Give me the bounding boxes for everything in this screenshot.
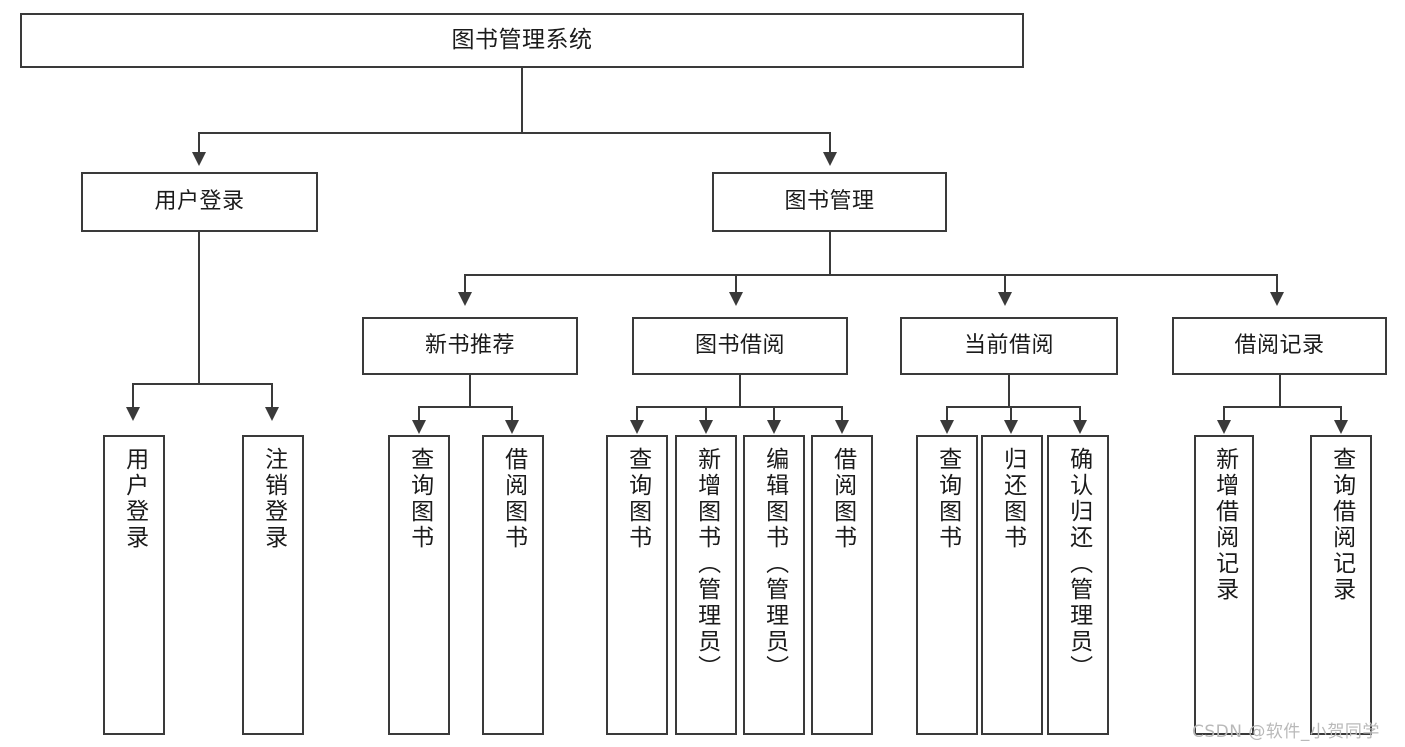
- arrowhead-new-book-leaf-2: [505, 420, 519, 434]
- connector-user-login-bus: [132, 383, 273, 385]
- node-label: 新增图书（管理员）: [693, 447, 720, 681]
- connector-new-book-leaf-1: [418, 406, 420, 422]
- node-label: 借阅图书: [500, 447, 527, 551]
- connector-book-borrow-stem: [739, 375, 741, 408]
- leaf-book-borrow-borrow-book[interactable]: 借阅图书: [811, 435, 873, 735]
- leaf-borrow-record-query-record[interactable]: 查询借阅记录: [1310, 435, 1372, 735]
- leaf-book-borrow-query-book[interactable]: 查询图书: [606, 435, 668, 735]
- arrowhead-bm-book-borrow: [729, 292, 743, 306]
- arrowhead-book-borrow-leaf-3: [767, 420, 781, 434]
- connector-book-borrow-leaf-2: [705, 406, 707, 422]
- arrowhead-root-to-book-management: [823, 152, 837, 166]
- arrowhead-current-borrow-leaf-2: [1004, 420, 1018, 434]
- arrowhead-current-borrow-leaf-1: [940, 420, 954, 434]
- connector-borrow-record-bus: [1223, 406, 1342, 408]
- node-book-management[interactable]: 图书管理: [712, 172, 947, 232]
- leaf-new-book-query-book[interactable]: 查询图书: [388, 435, 450, 735]
- node-label: 归还图书: [999, 447, 1026, 551]
- connector-current-borrow-leaf-1: [946, 406, 948, 422]
- node-label: 图书管理: [784, 188, 875, 214]
- connector-book-borrow-leaf-4: [841, 406, 843, 422]
- leaf-current-borrow-query-book[interactable]: 查询图书: [916, 435, 978, 735]
- connector-new-book-leaf-2: [511, 406, 513, 422]
- csdn-watermark: CSDN @软件_小贺同学: [1192, 722, 1380, 742]
- arrowhead-book-borrow-leaf-4: [835, 420, 849, 434]
- arrowhead-borrow-record-leaf-2: [1334, 420, 1348, 434]
- node-label: 查询图书: [624, 447, 651, 551]
- arrowhead-bm-borrow-record: [1270, 292, 1284, 306]
- leaf-book-borrow-edit-book-admin[interactable]: 编辑图书（管理员）: [743, 435, 805, 735]
- leaf-book-borrow-add-book-admin[interactable]: 新增图书（管理员）: [675, 435, 737, 735]
- connector-user-login-to-leaf-1: [132, 383, 134, 409]
- node-label: 注销登录: [260, 447, 287, 551]
- node-new-book-recommend[interactable]: 新书推荐: [362, 317, 578, 375]
- node-current-borrow[interactable]: 当前借阅: [900, 317, 1118, 375]
- arrowhead-borrow-record-leaf-1: [1217, 420, 1231, 434]
- arrowhead-root-to-user-login: [192, 152, 206, 166]
- connector-bm-to-book-borrow: [735, 274, 737, 294]
- node-label: 编辑图书（管理员）: [761, 447, 788, 681]
- leaf-user-login-logout[interactable]: 注销登录: [242, 435, 304, 735]
- node-label: 图书借阅: [694, 332, 785, 358]
- connector-book-management-bus: [464, 274, 1278, 276]
- connector-root-to-user-login: [198, 132, 200, 154]
- node-book-borrow[interactable]: 图书借阅: [632, 317, 848, 375]
- node-label: 新书推荐: [424, 332, 515, 358]
- arrowhead-current-borrow-leaf-3: [1073, 420, 1087, 434]
- node-label: 借阅图书: [829, 447, 856, 551]
- node-user-login[interactable]: 用户登录: [81, 172, 318, 232]
- arrowhead-book-borrow-leaf-1: [630, 420, 644, 434]
- arrowhead-bm-current-borrow: [998, 292, 1012, 306]
- arrowhead-book-borrow-leaf-2: [699, 420, 713, 434]
- connector-book-management-stem: [829, 232, 831, 275]
- connector-current-borrow-bus: [946, 406, 1081, 408]
- node-label: 用户登录: [154, 188, 245, 214]
- node-label: 查询图书: [934, 447, 961, 551]
- connector-root-to-book-management: [829, 132, 831, 154]
- connector-borrow-record-stem: [1279, 375, 1281, 408]
- connector-new-book-bus: [418, 406, 513, 408]
- connector-bm-to-new-book: [464, 274, 466, 294]
- node-label: 用户登录: [121, 447, 148, 551]
- connector-book-borrow-leaf-3: [773, 406, 775, 422]
- connector-new-book-stem: [469, 375, 471, 408]
- node-label: 新增借阅记录: [1211, 447, 1238, 603]
- connector-bm-to-current-borrow: [1004, 274, 1006, 294]
- connector-current-borrow-leaf-2: [1010, 406, 1012, 422]
- connector-borrow-record-leaf-2: [1340, 406, 1342, 422]
- leaf-user-login-login[interactable]: 用户登录: [103, 435, 165, 735]
- node-label: 确认归还（管理员）: [1065, 447, 1092, 681]
- node-root-book-management-system[interactable]: 图书管理系统: [20, 13, 1024, 68]
- connector-borrow-record-leaf-1: [1223, 406, 1225, 422]
- connector-user-login-stem: [198, 232, 200, 384]
- leaf-current-borrow-return-book[interactable]: 归还图书: [981, 435, 1043, 735]
- connector-current-borrow-stem: [1008, 375, 1010, 408]
- connector-root-bus: [198, 132, 831, 134]
- node-label: 图书管理系统: [451, 26, 593, 53]
- connector-bm-to-borrow-record: [1276, 274, 1278, 294]
- connector-book-borrow-bus: [636, 406, 843, 408]
- arrowhead-bm-new-book: [458, 292, 472, 306]
- leaf-borrow-record-add-record[interactable]: 新增借阅记录: [1194, 435, 1254, 735]
- node-label: 当前借阅: [963, 332, 1054, 358]
- node-label: 查询图书: [406, 447, 433, 551]
- arrowhead-new-book-leaf-1: [412, 420, 426, 434]
- node-borrow-record[interactable]: 借阅记录: [1172, 317, 1387, 375]
- node-label: 查询借阅记录: [1328, 447, 1355, 603]
- connector-root-stem: [521, 68, 523, 133]
- connector-user-login-to-leaf-2: [271, 383, 273, 409]
- node-label: 借阅记录: [1234, 332, 1325, 358]
- connector-current-borrow-leaf-3: [1079, 406, 1081, 422]
- arrowhead-user-login-leaf-1: [126, 407, 140, 421]
- connector-book-borrow-leaf-1: [636, 406, 638, 422]
- arrowhead-user-login-leaf-2: [265, 407, 279, 421]
- leaf-new-book-borrow-book[interactable]: 借阅图书: [482, 435, 544, 735]
- leaf-current-borrow-confirm-return-admin[interactable]: 确认归还（管理员）: [1047, 435, 1109, 735]
